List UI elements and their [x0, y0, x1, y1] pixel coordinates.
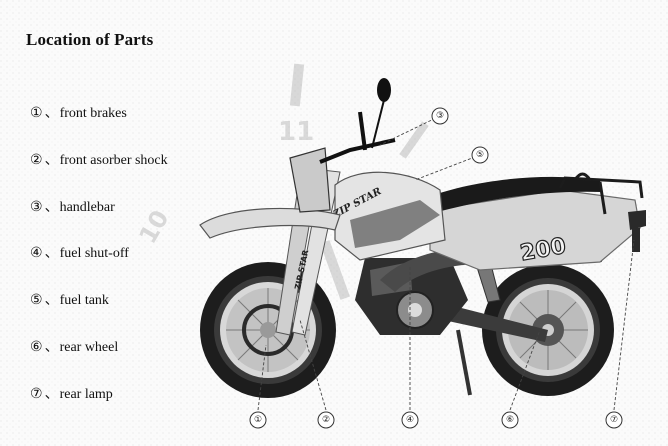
svg-text:①: ①: [254, 415, 262, 425]
parts-list: ①、front brakes ②、front asorber shock ③、h…: [30, 104, 168, 432]
callout-2: ②: [317, 411, 335, 429]
mirror-stem: [371, 99, 385, 149]
part-number: ②: [30, 152, 43, 168]
part-number: ①: [30, 106, 43, 121]
part-separator: 、: [44, 339, 59, 355]
callout-6: ⑥: [501, 411, 519, 429]
parts-list-item: ③、handlebar: [30, 198, 168, 245]
parts-list-item: ⑥、rear wheel: [30, 338, 168, 385]
callout-leaders: [257, 115, 635, 411]
part-separator: 、: [44, 293, 59, 309]
handlebar: [319, 111, 396, 164]
part-label: rear lamp: [59, 386, 113, 402]
front-fender: [199, 207, 341, 239]
part-label: front asorber shock: [59, 152, 168, 168]
callout-1: ①: [249, 411, 267, 429]
part-separator: 、: [44, 246, 59, 262]
callout-5: ⑤: [471, 146, 489, 164]
page-title: Location of Parts: [26, 30, 154, 49]
rear-rack: [558, 172, 644, 215]
seat: [420, 176, 602, 214]
part-number: ⑦: [30, 386, 43, 402]
svg-text:②: ②: [322, 415, 330, 425]
part-number: ⑥: [30, 339, 43, 355]
svg-text:③: ③: [436, 111, 444, 121]
svg-text:⑤: ⑤: [476, 150, 484, 160]
parts-list-item: ⑦、rear lamp: [30, 385, 168, 432]
svg-text:⑦: ⑦: [610, 415, 618, 425]
tank-graphic: [350, 200, 440, 248]
parts-list-item: ④、fuel shut-off: [30, 244, 168, 291]
parts-list-item: ⑤、fuel tank: [30, 291, 168, 338]
part-label: handlebar: [59, 199, 115, 215]
parts-list-item: ②、front asorber shock: [30, 151, 168, 198]
part-label: fuel shut-off: [59, 246, 129, 262]
part-separator: 、: [44, 152, 59, 168]
callout-4: ④: [401, 411, 419, 429]
headlight-fairing: [289, 147, 331, 213]
parts-list-item: ①、front brakes: [30, 104, 168, 151]
svg-text:⑥: ⑥: [506, 415, 514, 425]
part-number: ⑤: [30, 293, 43, 309]
kickstand: [456, 329, 472, 396]
watermark-number-11: 11: [278, 117, 314, 147]
part-number: ③: [30, 199, 43, 215]
mirror: [377, 78, 391, 102]
rear-lamp: [628, 210, 646, 252]
part-separator: 、: [44, 199, 59, 215]
callout-7: ⑦: [605, 411, 623, 429]
part-label: fuel tank: [59, 293, 109, 309]
part-number: ④: [30, 246, 43, 262]
part-separator: 、: [44, 106, 59, 121]
part-label: front brakes: [59, 106, 127, 121]
part-label: rear wheel: [59, 339, 119, 355]
callout-3: ③: [431, 107, 449, 125]
svg-text:④: ④: [406, 415, 414, 425]
part-separator: 、: [44, 386, 59, 402]
